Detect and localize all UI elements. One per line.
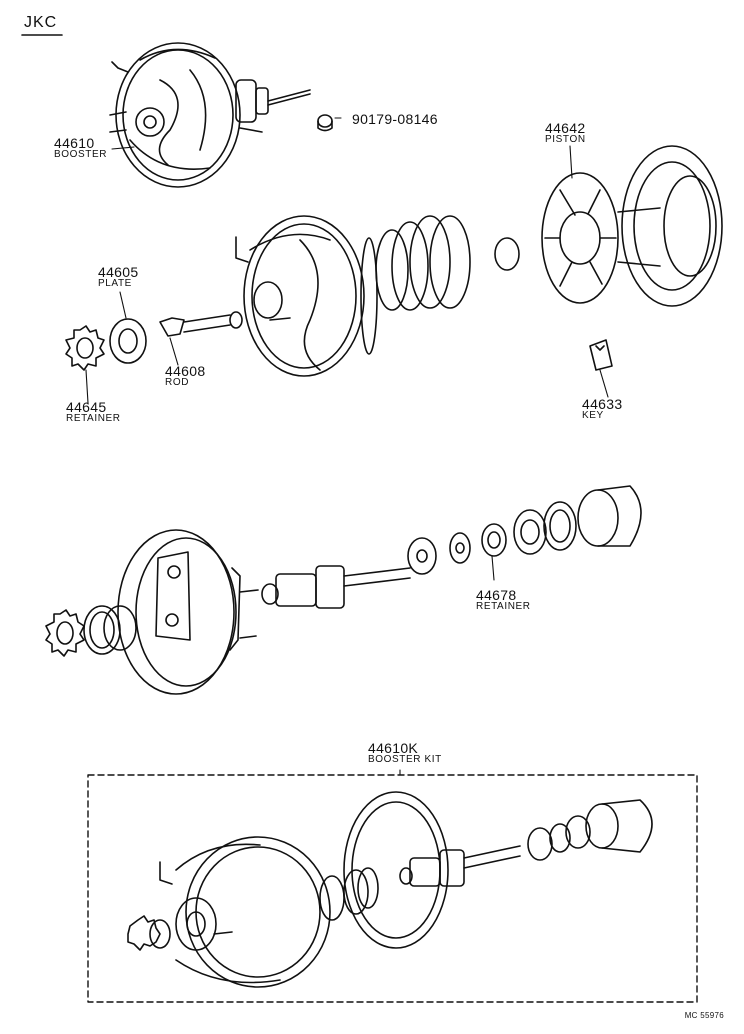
part-number: 44642 <box>545 120 586 136</box>
plate-drawing <box>109 318 147 364</box>
booster-kit-box <box>87 774 698 1003</box>
part-name: ROD <box>165 377 190 388</box>
booster-shell-front-drawing <box>235 215 378 377</box>
diagram-code: JKC <box>24 14 58 31</box>
callout-booster: 44610 BOOSTER <box>54 136 107 160</box>
part-number: 44678 <box>476 587 517 603</box>
part-name: BOOSTER KIT <box>368 754 442 765</box>
part-name: RETAINER <box>66 413 121 424</box>
callout-retainer-rear: 44678 RETAINER <box>476 588 531 612</box>
valve-body-drawing <box>261 565 411 609</box>
kit-booster-assembly-drawing <box>159 836 331 988</box>
booster-shell-rear-drawing <box>117 529 259 695</box>
kit-valve-group-drawing <box>399 799 653 887</box>
part-name: RETAINER <box>476 601 531 612</box>
part-name: PISTON <box>545 134 586 145</box>
rear-seal-drawing <box>83 605 137 655</box>
valve-parts-drawing <box>407 485 642 575</box>
rear-retainer-ring-drawing <box>45 609 85 657</box>
callout-nut: 90179-08146 <box>352 112 438 126</box>
part-number: 44645 <box>66 399 107 415</box>
kit-seals-drawing <box>319 867 379 921</box>
part-number: 44610 <box>54 135 95 151</box>
return-spring-drawing <box>375 215 471 311</box>
part-number: 90179-08146 <box>352 111 438 127</box>
part-number: 44633 <box>582 396 623 412</box>
diagram-reference: MC 55976 <box>684 1011 724 1020</box>
part-name: PLATE <box>98 278 132 289</box>
callout-booster-kit: 44610K BOOSTER KIT <box>368 741 442 765</box>
part-name: KEY <box>582 410 604 421</box>
push-rod-drawing <box>159 311 243 337</box>
part-number: 44610K <box>368 740 419 756</box>
callout-retainer-front: 44645 RETAINER <box>66 400 121 424</box>
callout-key: 44633 KEY <box>582 397 622 421</box>
piston-drawing <box>541 145 723 307</box>
kit-small-retainer-drawing <box>127 915 171 951</box>
callout-rod: 44608 ROD <box>165 364 205 388</box>
front-retainer-drawing <box>65 325 105 371</box>
key-drawing <box>589 339 613 371</box>
part-number: 44605 <box>98 264 139 280</box>
kit-diaphragm-drawing <box>343 791 449 949</box>
callout-plate: 44605 PLATE <box>98 265 138 289</box>
booster-assembly-drawing <box>109 42 333 188</box>
leader-lines <box>85 117 609 776</box>
part-name: BOOSTER <box>54 149 108 160</box>
callout-piston: 44642 PISTON <box>545 121 586 145</box>
part-number: 44608 <box>165 363 206 379</box>
reaction-disc-drawing <box>494 237 520 271</box>
